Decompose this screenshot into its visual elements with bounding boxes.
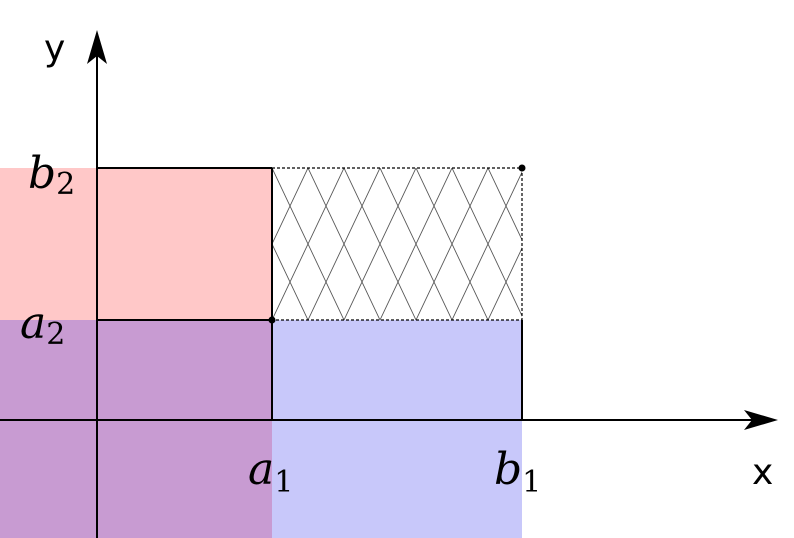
- label-a2: a2: [20, 298, 65, 352]
- y-axis-label: y: [44, 28, 65, 69]
- x-axis-arrowhead: [744, 410, 778, 430]
- label-b1-subscript: 1: [522, 465, 541, 500]
- x-axis-label: x: [752, 452, 773, 493]
- label-b1-base: b: [494, 444, 522, 495]
- label-b2-base: b: [28, 148, 56, 199]
- label-b2-subscript: 2: [56, 167, 75, 202]
- y-axis-arrowhead: [87, 30, 107, 64]
- corner-point-b1-b2: [518, 164, 526, 172]
- hatched-rectangle: [271, 167, 523, 321]
- label-a2-subscript: 2: [46, 317, 65, 352]
- corner-point-a1-a2: [268, 316, 276, 324]
- label-b1: b1: [494, 444, 541, 500]
- red-region: [0, 168, 272, 320]
- label-a1-subscript: 1: [274, 465, 293, 500]
- blue-region: [272, 320, 522, 538]
- label-a1-base: a: [248, 444, 274, 495]
- label-a1: a1: [248, 444, 293, 500]
- label-a2-base: a: [20, 298, 46, 349]
- overlap-region: [0, 320, 272, 538]
- label-b2: b2: [28, 148, 75, 202]
